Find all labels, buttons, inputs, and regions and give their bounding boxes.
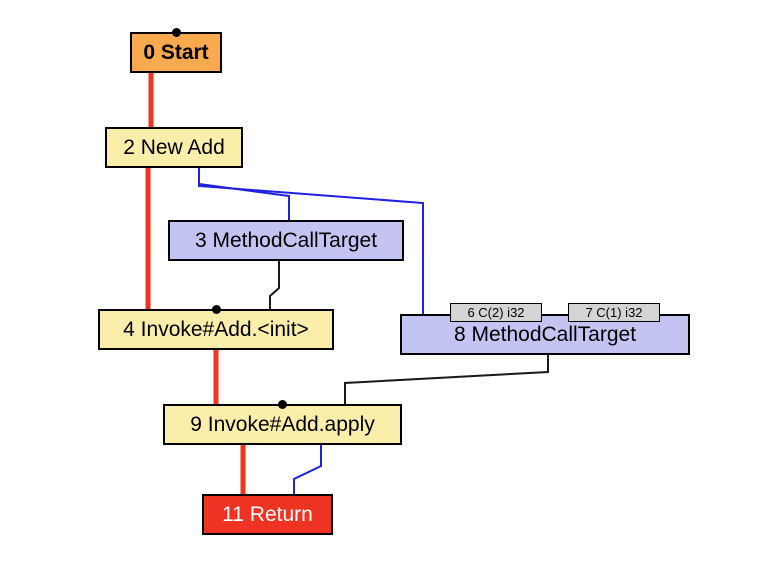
- graph-node-8[interactable]: 8 MethodCallTarget: [400, 314, 690, 355]
- edge-usage-8-to-9: [344, 355, 549, 404]
- anchor-dot-0: [171, 27, 181, 37]
- graph-node-0[interactable]: 0 Start: [130, 32, 222, 73]
- graph-node-label-8: 8 MethodCallTarget: [453, 323, 637, 346]
- edge-data-9-to-11: [293, 445, 322, 494]
- graph-node-11[interactable]: 11 Return: [202, 494, 333, 535]
- graph-node-label-0: 0 Start: [143, 41, 209, 64]
- graph-node-label-9: 9 Invoke#Add.apply: [190, 413, 375, 436]
- graph-node-label-4: 4 Invoke#Add.<init>: [123, 318, 309, 341]
- graph-node-label-11: 11 Return: [222, 503, 313, 526]
- graph-node-label-7: 7 C(1) i32: [585, 305, 643, 320]
- edge-data-2-to-3: [198, 168, 290, 220]
- graph-node-label-2: 2 New Add: [123, 136, 225, 159]
- graph-node-4[interactable]: 4 Invoke#Add.<init>: [98, 309, 334, 350]
- graph-node-2[interactable]: 2 New Add: [105, 127, 243, 168]
- graph-node-6[interactable]: 6 C(2) i32: [450, 303, 542, 322]
- graph-node-label-6: 6 C(2) i32: [467, 305, 525, 320]
- graph-node-label-3: 3 MethodCallTarget: [194, 229, 378, 252]
- anchor-dot-9: [278, 399, 287, 409]
- graph-node-7[interactable]: 7 C(1) i32: [568, 303, 660, 322]
- graph-node-3[interactable]: 3 MethodCallTarget: [168, 220, 404, 261]
- edge-usage-3-to-4: [269, 261, 280, 309]
- graph-node-9[interactable]: 9 Invoke#Add.apply: [163, 404, 402, 445]
- anchor-dot-4: [211, 304, 221, 314]
